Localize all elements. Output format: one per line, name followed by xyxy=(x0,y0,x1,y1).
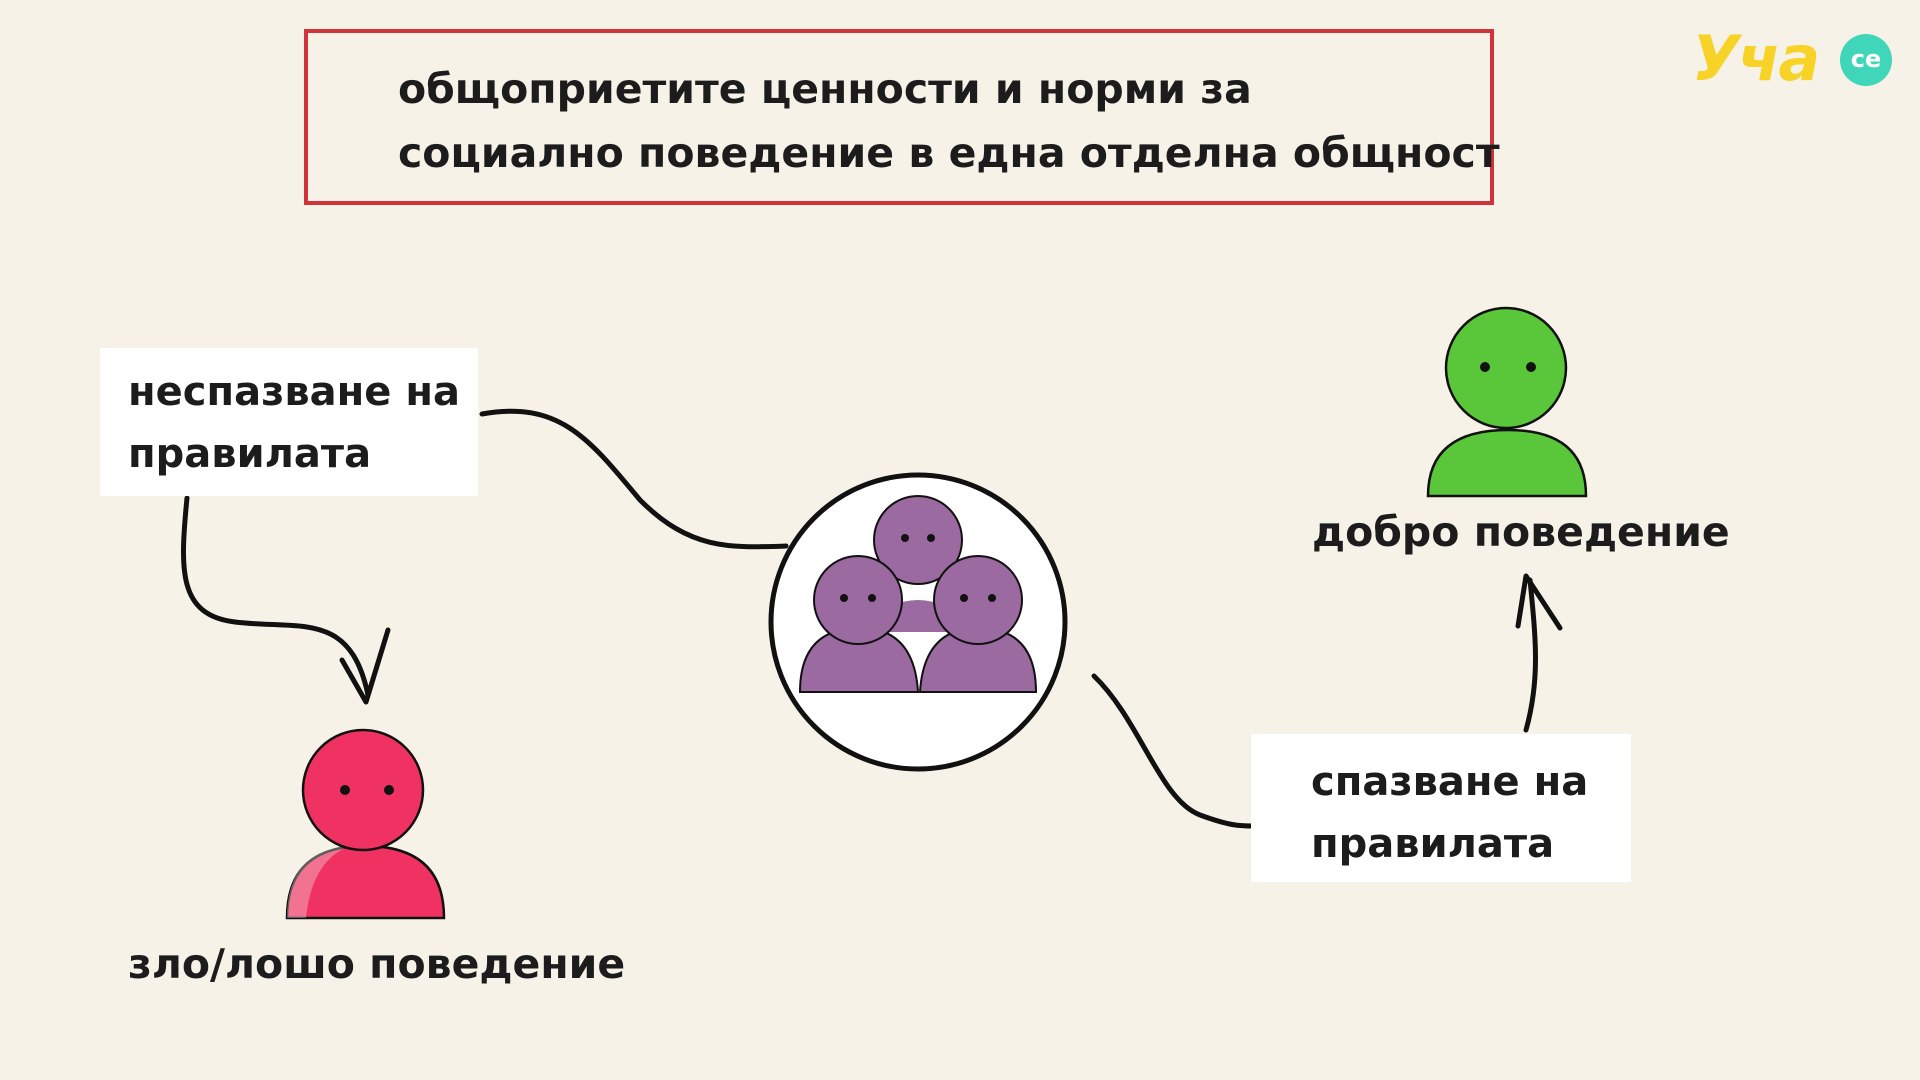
compliance-label-box: спазване на правилата xyxy=(1251,734,1631,882)
community-person-left xyxy=(798,555,920,693)
arrowhead-good xyxy=(1515,573,1563,631)
good-behavior-person xyxy=(1426,306,1588,498)
compliance-line-2: правилата xyxy=(1311,821,1555,867)
connector-noncompliance-to-community xyxy=(479,408,789,550)
good-behavior-caption: добро поведение xyxy=(1312,508,1730,556)
compliance-line-1: спазване на xyxy=(1311,759,1589,805)
arrow-compliance-to-good xyxy=(1523,577,1538,733)
logo-badge: се xyxy=(1840,34,1892,86)
logo: Уча се xyxy=(1692,28,1892,108)
definition-box: общоприетите ценности и норми за социалн… xyxy=(304,29,1500,205)
non-compliance-line-2: правилата xyxy=(128,431,372,477)
definition-line-1: общоприетите ценности и норми за xyxy=(398,65,1252,113)
non-compliance-line-1: неспазване на xyxy=(128,369,460,415)
connector-community-to-compliance xyxy=(1091,673,1256,829)
non-compliance-label-box: неспазване на правилата xyxy=(100,348,478,496)
community-person-right xyxy=(918,555,1038,693)
bad-behavior-caption: зло/лошо поведение xyxy=(128,940,626,988)
definition-line-2: социално поведение в една отделна общнос… xyxy=(398,129,1500,177)
arrowhead-bad xyxy=(339,627,391,705)
bad-behavior-person xyxy=(285,728,446,920)
arrow-noncompliance-to-bad xyxy=(180,495,371,698)
logo-text: Уча xyxy=(1692,22,1820,95)
